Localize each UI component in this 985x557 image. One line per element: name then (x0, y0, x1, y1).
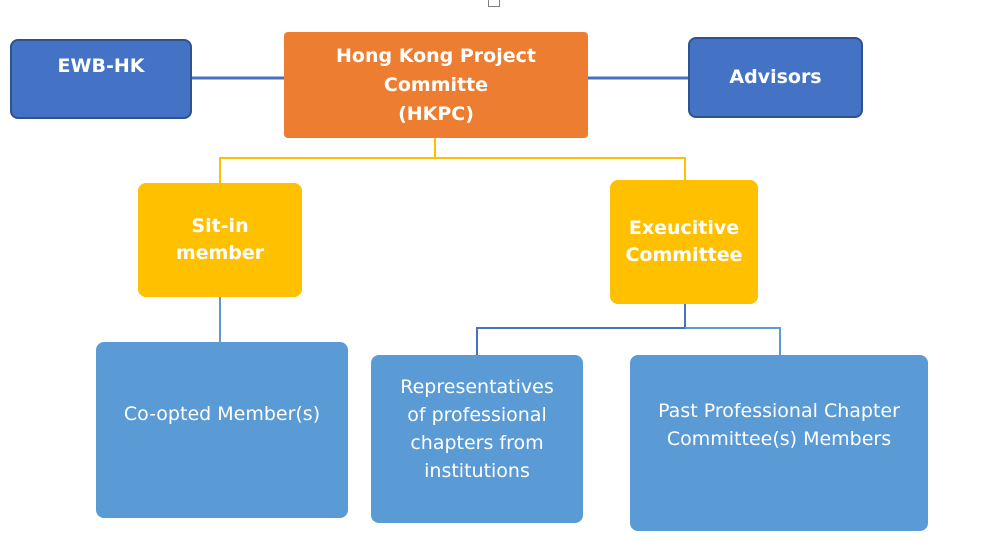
representatives-node: Representatives of professional chapters… (371, 355, 583, 523)
advisors-node: Advisors (688, 37, 863, 118)
co-opted-members-node: Co-opted Member(s) (96, 342, 348, 518)
hkpc-node: Hong Kong Project Committe (HKPC) (284, 32, 588, 138)
sit-in-label-line-1: Sit-in (191, 215, 249, 237)
advisors-label: Advisors (729, 66, 822, 88)
connector-hkpc-branches (219, 138, 436, 183)
reps-label-line-3: chapters from (410, 432, 544, 454)
connector-hkpc-exec (435, 157, 686, 180)
connector-exec-past (685, 327, 781, 355)
executive-committee-node: Exeucitive Committee (610, 180, 758, 304)
connector-exec-branches (476, 304, 686, 355)
past-label-line-1: Past Professional Chapter (658, 400, 900, 422)
reps-label-line-1: Representatives (400, 376, 554, 398)
hkpc-label-line-1: Hong Kong Project (336, 44, 536, 67)
exec-label-line-1: Exeucitive (628, 217, 740, 239)
sit-in-member-node: Sit-in member (138, 183, 302, 297)
exec-label-line-2: Committee (625, 244, 743, 266)
hkpc-label-line-3: (HKPC) (398, 102, 474, 125)
sit-in-label-line-2: member (175, 242, 265, 264)
ewb-hk-label: EWB-HK (57, 55, 145, 77)
co-opted-label: Co-opted Member(s) (123, 403, 321, 425)
ewb-hk-node: EWB-HK (10, 39, 192, 119)
hkpc-label-line-2: Committe (383, 73, 489, 96)
past-committee-members-node: Past Professional Chapter Committee(s) M… (630, 355, 928, 531)
reps-label-line-4: institutions (424, 460, 530, 482)
page-marker-icon (488, 0, 500, 7)
past-label-line-2: Committee(s) Members (666, 428, 892, 450)
reps-label-line-2: of professional (407, 404, 547, 426)
